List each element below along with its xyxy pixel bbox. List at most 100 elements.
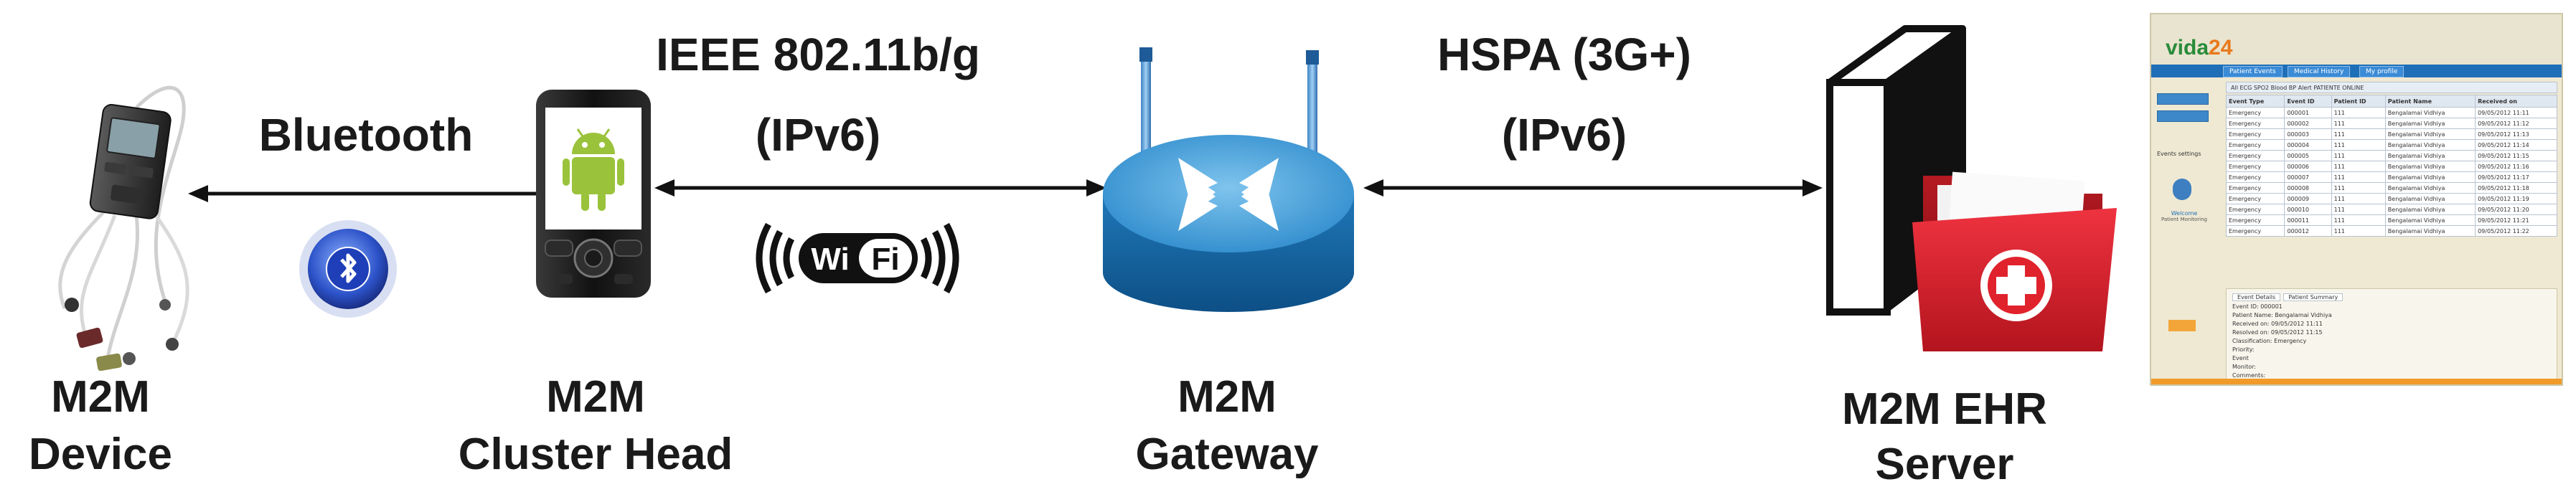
table-cell: 111 <box>2331 182 2386 194</box>
detail-line: Priority: <box>2232 346 2255 353</box>
bluetooth-label: Bluetooth <box>258 109 474 161</box>
column-header[interactable]: Patient Name <box>2384 95 2476 108</box>
wifi-logo-fi-text: Fi <box>871 242 899 277</box>
wifi-logo-wi-text: Wi <box>811 242 849 277</box>
table-cell: 000008 <box>2284 182 2332 194</box>
cluster-head-caption-line2: Cluster Head <box>458 430 733 479</box>
vida24-logo: vida24 <box>2166 36 2232 60</box>
ui-tab-bar: Patient Events Medical History My profil… <box>2151 65 2562 77</box>
column-header[interactable]: Patient ID <box>2331 95 2386 108</box>
detail-line: Received on: 09/05/2012 11:11 <box>2232 321 2323 327</box>
table-cell: 000012 <box>2284 225 2332 237</box>
table-cell: Bengalamai Vidhiya <box>2384 150 2476 161</box>
table-cell: 000003 <box>2284 128 2332 140</box>
detail-line: Classification: Emergency <box>2232 338 2307 344</box>
table-cell: 09/05/2012 11:11 <box>2475 107 2557 118</box>
table-cell: 000011 <box>2284 214 2332 226</box>
tab-patient-events[interactable]: Patient Events <box>2223 66 2283 77</box>
ehr-server-icon <box>1826 25 2117 351</box>
detail-line: Resolved on: 09/05/2012 11:15 <box>2232 329 2323 336</box>
tab-my-profile[interactable]: My profile <box>2359 66 2405 77</box>
cluster-head-caption-line1: M2M <box>546 372 645 422</box>
table-cell: 000005 <box>2284 150 2332 161</box>
table-cell: 000002 <box>2284 118 2332 129</box>
table-cell: 09/05/2012 11:17 <box>2475 171 2557 183</box>
table-cell: 111 <box>2331 214 2386 226</box>
table-cell: 111 <box>2331 139 2386 151</box>
table-cell: 111 <box>2331 150 2386 161</box>
table-cell: Bengalamai Vidhiya <box>2384 193 2476 204</box>
table-cell: 000010 <box>2284 204 2332 215</box>
m2m-device-icon <box>58 85 189 371</box>
column-header[interactable]: Event Type <box>2225 95 2285 108</box>
table-cell: Emergency <box>2225 128 2285 140</box>
table-cell: 111 <box>2331 118 2386 129</box>
table-cell: 09/05/2012 11:16 <box>2475 161 2557 172</box>
router-icon <box>1103 47 1354 312</box>
logo-text: vida <box>2166 36 2209 60</box>
column-header[interactable]: Event ID <box>2284 95 2332 108</box>
table-cell: Bengalamai Vidhiya <box>2384 118 2476 129</box>
wifi-ipv6-label: (IPv6) <box>755 109 881 161</box>
detail-line: Comments: <box>2232 372 2266 379</box>
detail-tab[interactable]: Patient Summary <box>2283 293 2344 301</box>
table-cell: Emergency <box>2225 204 2285 215</box>
table-cell: 111 <box>2331 128 2386 140</box>
hspa-ipv6-label: (IPv6) <box>1501 109 1627 161</box>
ui-footer-bar <box>2151 379 2562 384</box>
side-settings-label: Events settings <box>2157 151 2201 157</box>
event-filter-bar[interactable]: All ECG SPO2 Blood BP Alert PATIENTE ONL… <box>2226 82 2557 93</box>
table-cell: Bengalamai Vidhiya <box>2384 161 2476 172</box>
wifi-link-arrow <box>654 179 1106 197</box>
table-cell: 09/05/2012 11:18 <box>2475 182 2557 194</box>
detail-tab[interactable]: Event Details <box>2232 293 2281 301</box>
detail-line: Event ID: 000001 <box>2232 303 2283 310</box>
sidebar-button[interactable] <box>2157 93 2209 105</box>
device-caption-line1: M2M <box>51 372 150 422</box>
table-cell: Bengalamai Vidhiya <box>2384 204 2476 215</box>
detail-line: Patient Name: Bengalamai Vidhiya <box>2232 312 2332 318</box>
bluetooth-link-arrow <box>188 185 561 202</box>
table-cell: Emergency <box>2225 214 2285 226</box>
table-cell: Bengalamai Vidhiya <box>2384 214 2476 226</box>
table-cell: Bengalamai Vidhiya <box>2384 182 2476 194</box>
column-header[interactable]: Received on <box>2475 95 2557 108</box>
ehr-server-caption-line1: M2M EHR <box>1842 384 2047 434</box>
table-cell: 09/05/2012 11:20 <box>2475 204 2557 215</box>
gateway-caption-line1: M2M <box>1177 372 1277 422</box>
table-cell: 111 <box>2331 161 2386 172</box>
user-avatar <box>2173 179 2191 200</box>
ehr-web-app-screenshot: vida24 Patient Events Medical History My… <box>2150 13 2563 386</box>
device-caption-line2: Device <box>29 430 172 479</box>
table-cell: 000004 <box>2284 139 2332 151</box>
ui-sidebar: Events settings Welcome Patient Monitori… <box>2157 93 2211 222</box>
wifi-logo-icon: Wi Fi <box>756 222 959 294</box>
table-cell: Emergency <box>2225 118 2285 129</box>
sidebar-button[interactable] <box>2157 110 2209 122</box>
table-cell: Bengalamai Vidhiya <box>2384 225 2476 237</box>
detail-line: Event <box>2232 355 2249 361</box>
detail-line: Monitor: <box>2232 364 2256 370</box>
side-status: Welcome <box>2171 210 2198 217</box>
side-sub: Patient Monitoring <box>2161 217 2208 222</box>
orange-action-button[interactable] <box>2168 320 2196 331</box>
wifi-standard-label: IEEE 802.11b/g <box>656 29 980 80</box>
tab-medical-history[interactable]: Medical History <box>2288 66 2351 77</box>
ehr-server-caption-line2: Server <box>1875 440 2014 489</box>
table-cell: 09/05/2012 11:12 <box>2475 118 2557 129</box>
